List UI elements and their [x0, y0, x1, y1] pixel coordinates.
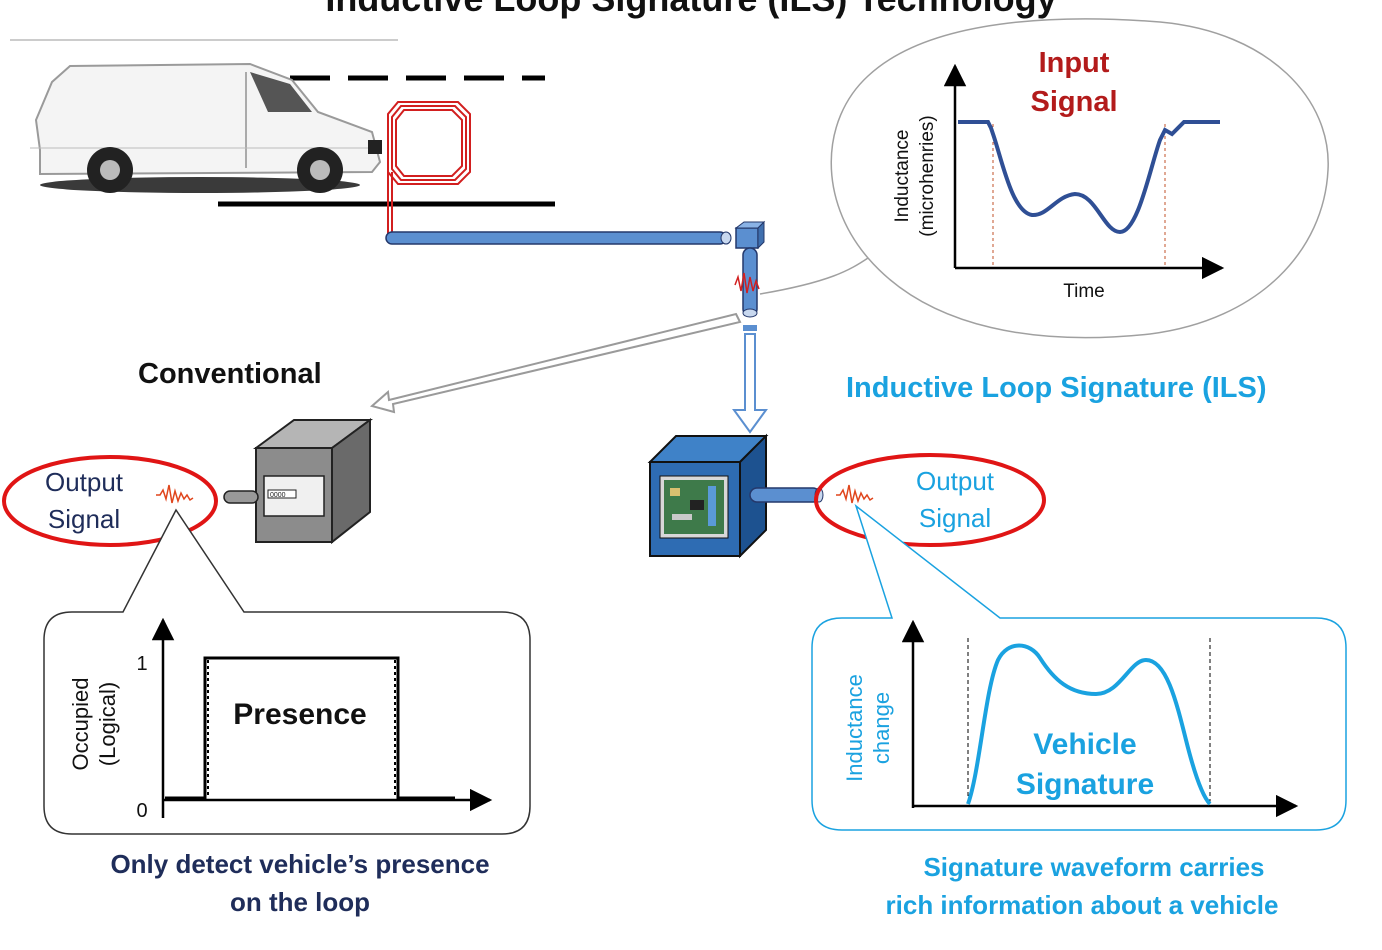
presence-graph	[151, 617, 493, 818]
detector-box-ils	[647, 433, 824, 559]
presence-label: Presence	[233, 698, 366, 731]
arrow-to-conventional	[369, 312, 742, 414]
ils-heading: Inductive Loop Signature (ILS)	[846, 372, 1267, 404]
van-image	[30, 62, 382, 193]
loop-coil	[387, 101, 471, 236]
vehicle-signature-graph	[901, 619, 1299, 818]
input-title-line1: Input	[1039, 47, 1110, 79]
presence-tick-low: 0	[136, 800, 147, 822]
ils-output-line1: Output	[915, 466, 995, 496]
ils-caption: Signature waveform carries rich informat…	[822, 848, 1342, 924]
ils-output-label: Output Signal	[892, 463, 1018, 537]
waveform-icon	[156, 484, 194, 504]
input-xlabel: Time	[1063, 281, 1105, 302]
road-lane-markings	[218, 75, 555, 207]
conventional-output-line2: Signal	[47, 504, 121, 534]
signature-ylabel-line1: Inductance	[842, 674, 867, 782]
ils-caption-line2: rich information about a vehicle	[885, 890, 1279, 920]
ils-callout-bubble	[811, 503, 1347, 831]
signature-label-line2: Signature	[1016, 768, 1154, 801]
ils-output-ellipse	[814, 453, 1046, 547]
signature-label-line1: Vehicle	[1033, 728, 1136, 761]
page-title: Inductive Loop Signature (ILS) Technolog…	[0, 0, 1382, 20]
signature-ylabel-line2: change	[869, 692, 894, 764]
ils-output-line2: Signal	[918, 503, 992, 533]
presence-ylabel-line2: (Logical)	[95, 682, 120, 766]
conventional-output-line1: Output	[44, 467, 124, 497]
presence-ylabel-line1: Occupied	[68, 678, 93, 771]
conventional-callout-bubble	[43, 508, 531, 835]
arrow-to-ils	[732, 325, 768, 434]
conventional-output-label: Output Signal	[22, 464, 146, 538]
presence-tick-high: 1	[136, 653, 147, 675]
conventional-output-ellipse	[2, 455, 218, 547]
input-signal-bubble	[759, 18, 1329, 339]
detector-box-conventional: 0000	[223, 418, 374, 545]
svg-text:0000: 0000	[270, 492, 286, 499]
conventional-heading: Conventional	[138, 358, 322, 390]
conventional-caption-line2: on the loop	[229, 887, 371, 917]
conventional-caption: Only detect vehicle’s presence on the lo…	[40, 845, 560, 921]
input-title-line2: Signal	[1030, 86, 1117, 118]
ils-caption-line1: Signature waveform carries	[923, 852, 1265, 882]
lead-in-cable	[385, 220, 766, 318]
conventional-caption-line1: Only detect vehicle’s presence	[110, 849, 490, 879]
input-ylabel-line1: Inductance	[892, 130, 913, 223]
input-ylabel-line2: (microhenries)	[917, 115, 938, 236]
waveform-icon	[836, 484, 874, 504]
